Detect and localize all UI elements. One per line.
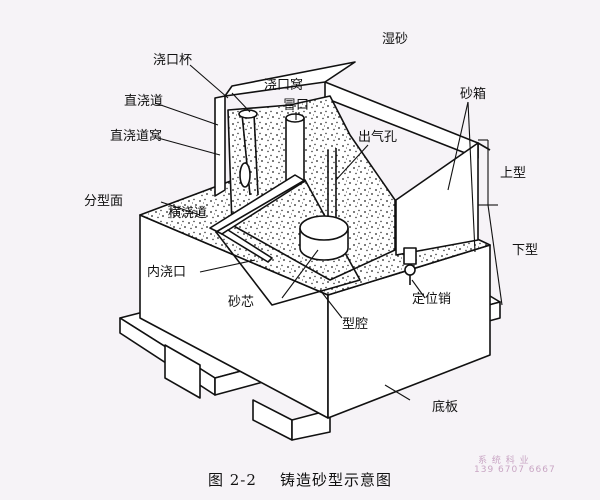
drag-box	[139, 214, 491, 419]
label-bottom-board: 底板	[432, 400, 459, 415]
label-sprue-well: 直浇道窝	[110, 129, 163, 144]
caption-number: 图 2-2	[207, 471, 257, 489]
ingate	[221, 229, 273, 263]
label-riser: 冒口	[283, 98, 310, 113]
label-pouring-cup: 浇口杯	[153, 53, 193, 68]
core	[299, 215, 349, 261]
locating-pin	[403, 247, 417, 285]
cope-wall	[214, 61, 491, 256]
riser	[285, 113, 305, 183]
caption-title: 铸造砂型示意图	[280, 471, 393, 489]
label-locating-pin: 定位销	[412, 292, 452, 307]
leader-lines	[154, 64, 503, 401]
label-runner: 横浇道	[168, 206, 208, 221]
label-parting-surface: 分型面	[84, 194, 124, 209]
label-flask: 砂箱	[460, 87, 487, 102]
watermark-phone: 139 6707 6667	[474, 465, 556, 475]
wet-sand-block	[227, 95, 396, 281]
label-vent: 出气孔	[358, 130, 398, 145]
cavity-outline	[215, 179, 361, 306]
label-drag: 下型	[512, 243, 539, 258]
label-ingate: 内浇口	[147, 265, 187, 280]
label-wet-sand: 湿砂	[382, 32, 409, 47]
label-cavity: 型腔	[342, 317, 369, 332]
label-core: 砂芯	[228, 295, 255, 310]
figure-caption: 图 2-2 铸造砂型示意图	[0, 469, 600, 490]
label-cope: 上型	[500, 166, 527, 181]
sprue	[238, 109, 259, 196]
vent	[327, 148, 337, 225]
label-sprue-base: 浇口窝	[264, 78, 304, 93]
watermark-text: 系 统 科 业	[478, 456, 530, 466]
label-sprue: 直浇道	[124, 94, 164, 109]
